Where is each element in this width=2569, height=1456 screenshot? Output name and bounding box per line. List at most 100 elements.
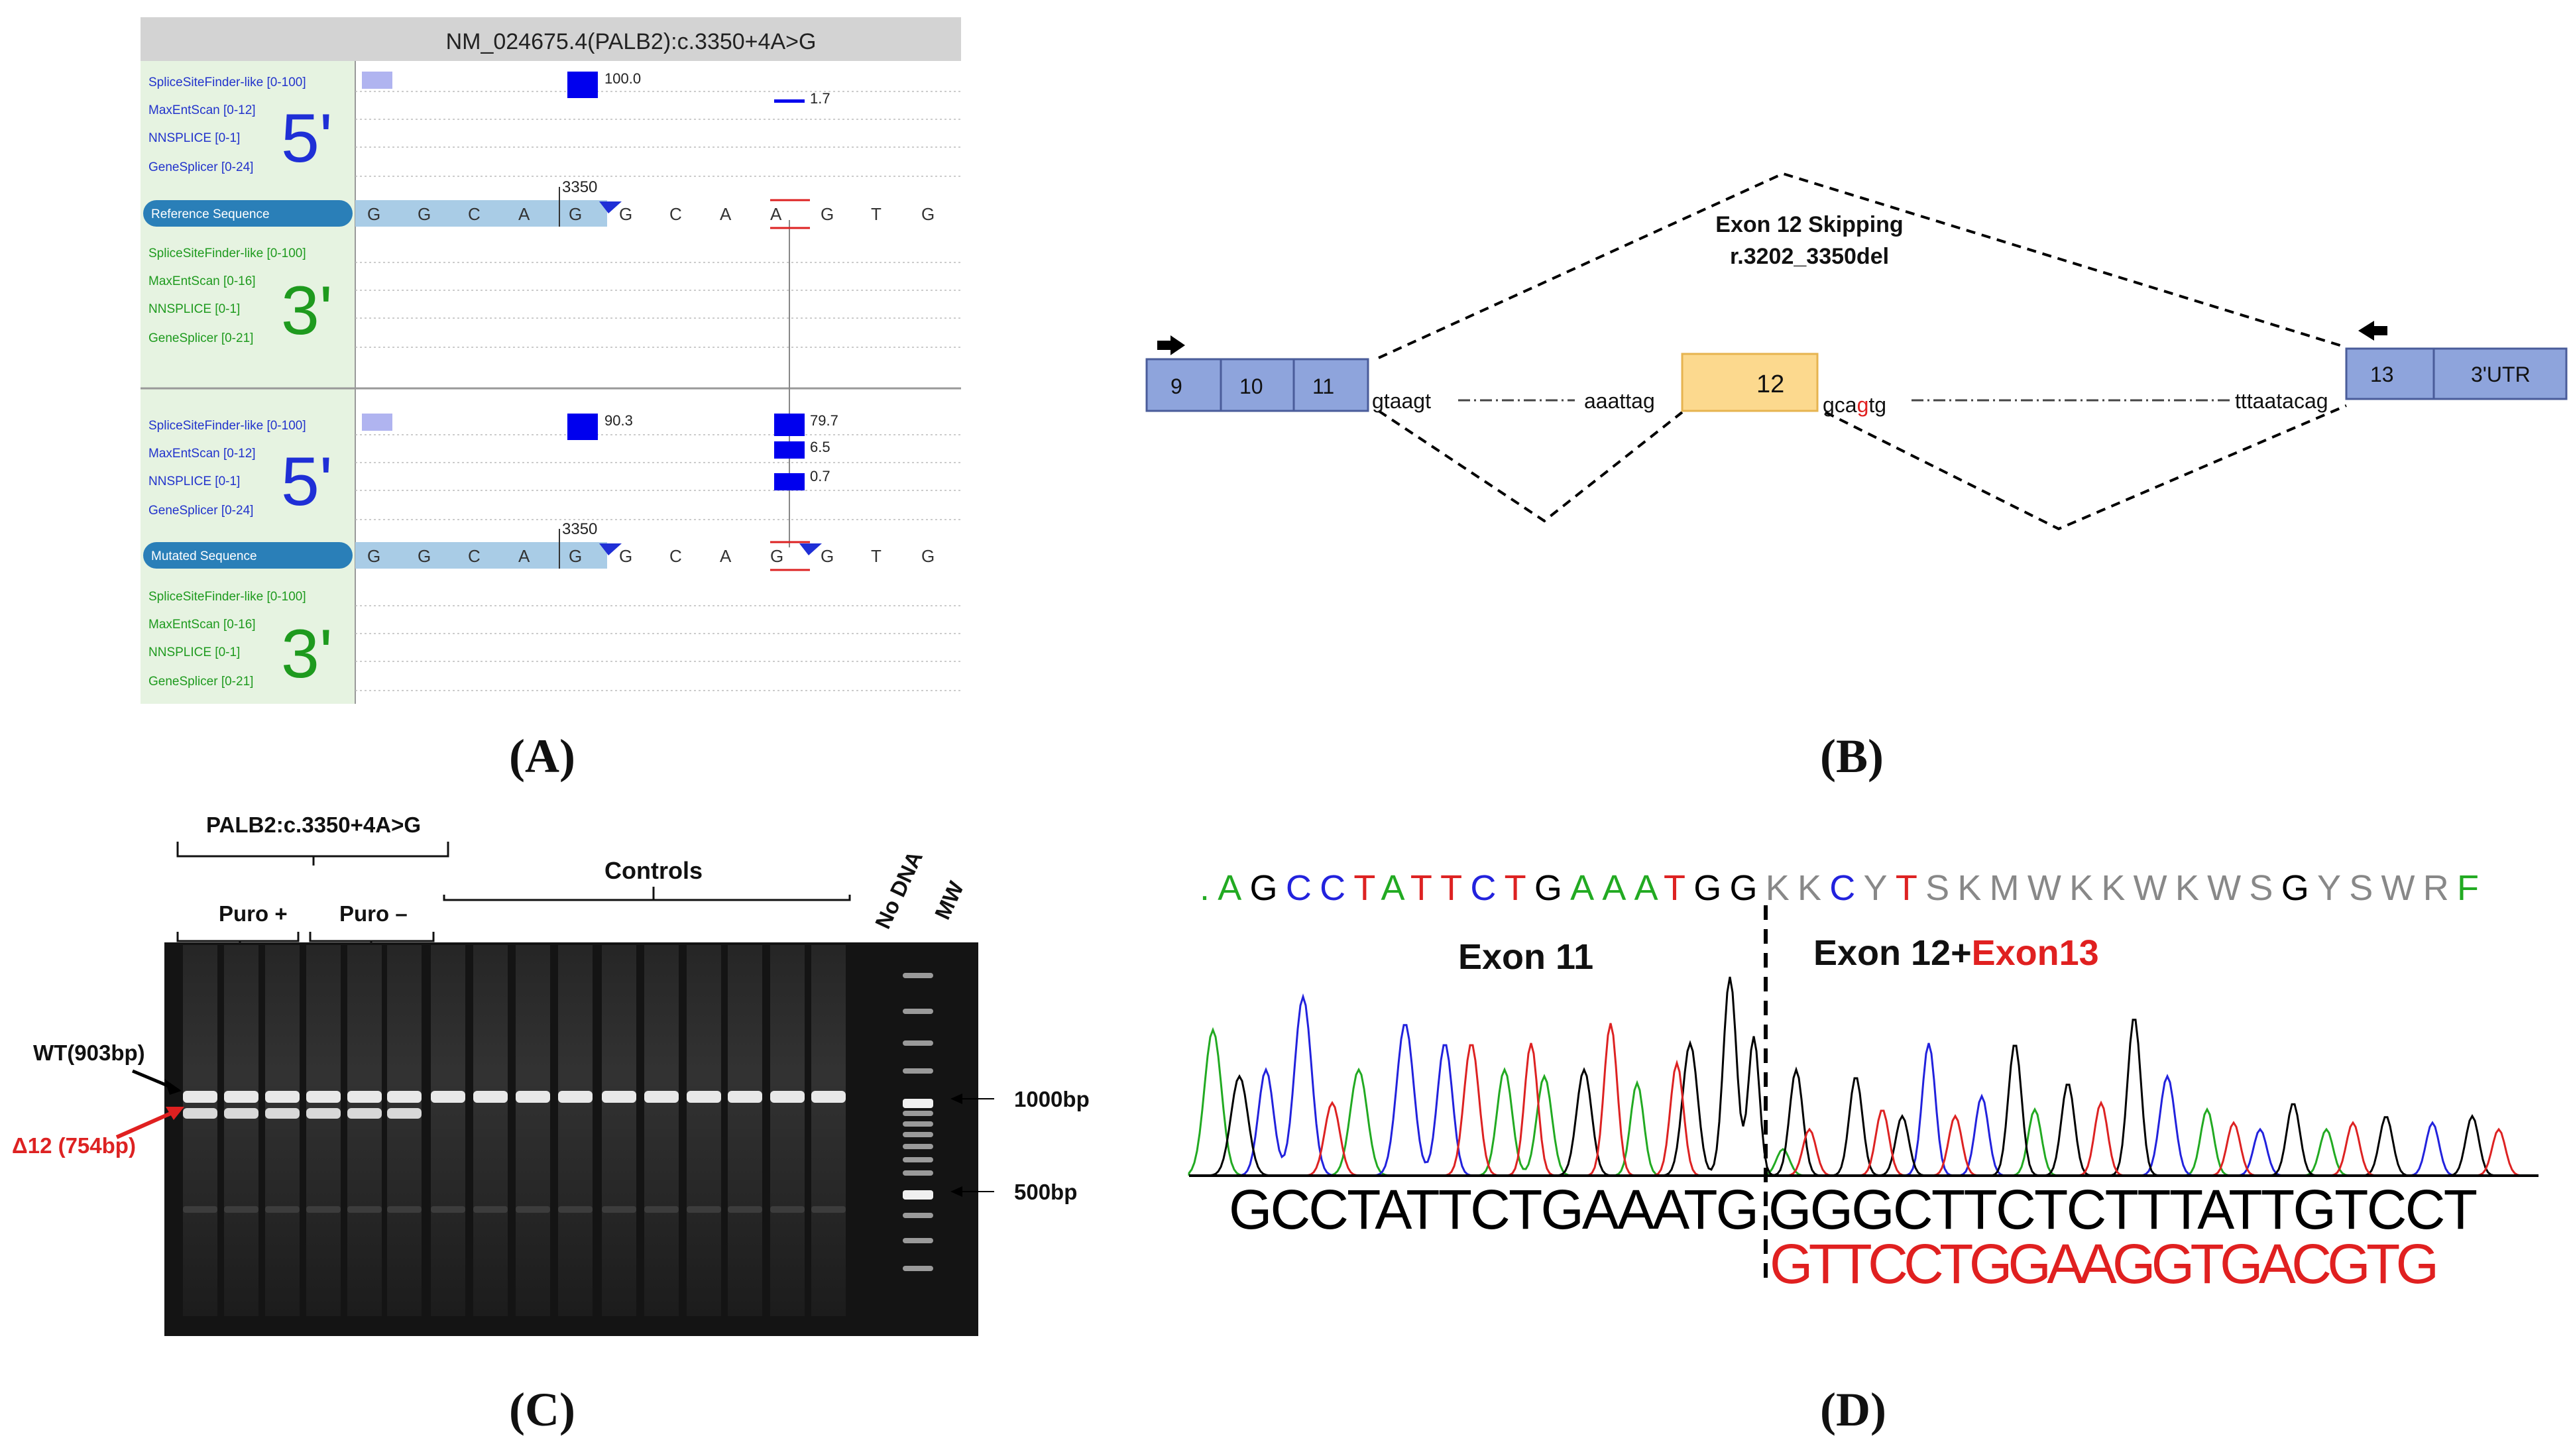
faint-band xyxy=(644,1206,679,1213)
ladder-band xyxy=(903,1266,933,1271)
mut-position-label: 3350 xyxy=(562,520,597,538)
seq-letter: G xyxy=(619,204,632,224)
mut-ssf-bar-3 xyxy=(774,414,805,436)
faint-band xyxy=(770,1206,805,1213)
variant-label: PALB2:c.3350+4A>G xyxy=(206,812,421,837)
gel-lane xyxy=(265,945,300,1316)
ref-donor-triangle xyxy=(599,201,622,213)
svg-text:13: 13 xyxy=(2370,363,2394,386)
donor-11-seq: gtaagt xyxy=(1372,389,1431,413)
wt-band xyxy=(728,1091,762,1103)
seq-letter: C xyxy=(669,546,682,566)
trace-c xyxy=(1189,993,2539,1177)
faint-band xyxy=(431,1206,465,1213)
faint-band xyxy=(183,1206,217,1213)
wt-band-label: WT(903bp) xyxy=(33,1040,145,1065)
gel-lanes xyxy=(183,945,846,1316)
seq-letter: G xyxy=(367,546,380,566)
svg-text:MaxEntScan [0-16]: MaxEntScan [0-16] xyxy=(148,618,256,632)
ladder-band xyxy=(903,1213,933,1218)
marker-500-label: 500bp xyxy=(1014,1180,1077,1204)
svg-text:11: 11 xyxy=(1312,374,1334,398)
skip-title: Exon 12 Skipping xyxy=(1715,212,1903,237)
acceptor-12-seq: aaattag xyxy=(1584,389,1655,413)
svg-text:3'UTR: 3'UTR xyxy=(2471,363,2531,386)
wt-band xyxy=(473,1091,508,1103)
svg-text:NNSPLICE [0-1]: NNSPLICE [0-1] xyxy=(148,475,240,488)
faint-band xyxy=(687,1206,721,1213)
ref-5prime-predictors: SpliceSiteFinder-like [0-100] MaxEntScan… xyxy=(148,76,306,174)
svg-text:GeneSplicer [0-21]: GeneSplicer [0-21] xyxy=(148,675,253,689)
faint-band xyxy=(387,1206,422,1213)
big-5prime-mut: 5' xyxy=(281,443,333,520)
big-3prime-mut: 3' xyxy=(281,616,333,693)
seq-letter: G xyxy=(569,204,582,224)
wt-band xyxy=(602,1091,636,1103)
seq-letter: G xyxy=(418,546,431,566)
svg-text:Reference Sequence: Reference Sequence xyxy=(151,207,270,221)
gel-lane xyxy=(687,945,721,1316)
svg-text:MaxEntScan [0-12]: MaxEntScan [0-12] xyxy=(148,447,256,461)
mut-donor-triangle-1 xyxy=(599,543,622,555)
wt-band xyxy=(431,1091,465,1103)
reference-sequence-tag xyxy=(143,200,353,227)
wt-band xyxy=(265,1091,300,1103)
exon-10 xyxy=(1220,358,1295,412)
seq-letter: G xyxy=(821,204,834,224)
svg-text:9: 9 xyxy=(1170,374,1182,398)
wt-band xyxy=(811,1091,846,1103)
forward-primer-arrow xyxy=(1157,335,1185,355)
caption-d: (D) xyxy=(1820,1383,1886,1436)
ladder-band xyxy=(903,1099,933,1108)
trace-g xyxy=(1189,976,2539,1177)
exon11-label: Exon 11 xyxy=(1458,937,1593,977)
seq-letter: G xyxy=(619,546,632,566)
wt-band xyxy=(306,1091,341,1103)
svg-text:MaxEntScan [0-12]: MaxEntScan [0-12] xyxy=(148,103,256,117)
exon-12 xyxy=(1681,353,1819,412)
seq-letter: G xyxy=(921,204,935,224)
svg-text:NNSPLICE [0-1]: NNSPLICE [0-1] xyxy=(148,645,240,659)
sequence-exon11: GCCTATTCTGAAATG xyxy=(1229,1178,1759,1241)
exon-13 xyxy=(2345,347,2435,400)
marker-500-arrow xyxy=(950,1186,962,1197)
ladder-band xyxy=(903,1238,933,1243)
faint-band xyxy=(265,1206,300,1213)
exon12-13-label: Exon 12+Exon13 xyxy=(1813,933,2099,973)
acceptor-13-seq: tttaatacag xyxy=(2235,389,2328,413)
wt-band xyxy=(347,1091,382,1103)
gel-lane xyxy=(473,945,508,1316)
seq-letter: G xyxy=(569,546,582,566)
faint-band xyxy=(558,1206,593,1213)
normal-splice-left xyxy=(1377,410,1684,523)
svg-text:MaxEntScan [0-16]: MaxEntScan [0-16] xyxy=(148,274,256,288)
ref-ssf-bar-2 xyxy=(567,72,598,98)
seq-letter: G xyxy=(770,546,783,566)
faint-band xyxy=(347,1206,382,1213)
ref-position-label: 3350 xyxy=(562,178,597,196)
del-band xyxy=(347,1108,382,1119)
ladder-band xyxy=(903,1111,933,1116)
utr-3prime xyxy=(2432,347,2568,400)
skip-hgvs: r.3202_3350del xyxy=(1730,244,1889,269)
ref-score-1: 100.0 xyxy=(604,70,641,87)
ladder-band xyxy=(903,1132,933,1137)
svg-text:10: 10 xyxy=(1239,374,1263,398)
wt-band xyxy=(687,1091,721,1103)
seq-letter: T xyxy=(871,546,882,566)
trace-t xyxy=(1189,1023,2539,1177)
ladder-band xyxy=(903,1009,933,1014)
del-band xyxy=(387,1108,422,1119)
panel-a: NM_024675.4(PALB2):c.3350+4A>G SpliceSit… xyxy=(141,17,961,704)
ladder-band xyxy=(903,1157,933,1162)
wt-band xyxy=(644,1091,679,1103)
label-column xyxy=(141,61,355,704)
wt-arrow xyxy=(164,1079,182,1095)
mut-score-1: 90.3 xyxy=(604,412,633,429)
ladder-band xyxy=(903,1170,933,1176)
